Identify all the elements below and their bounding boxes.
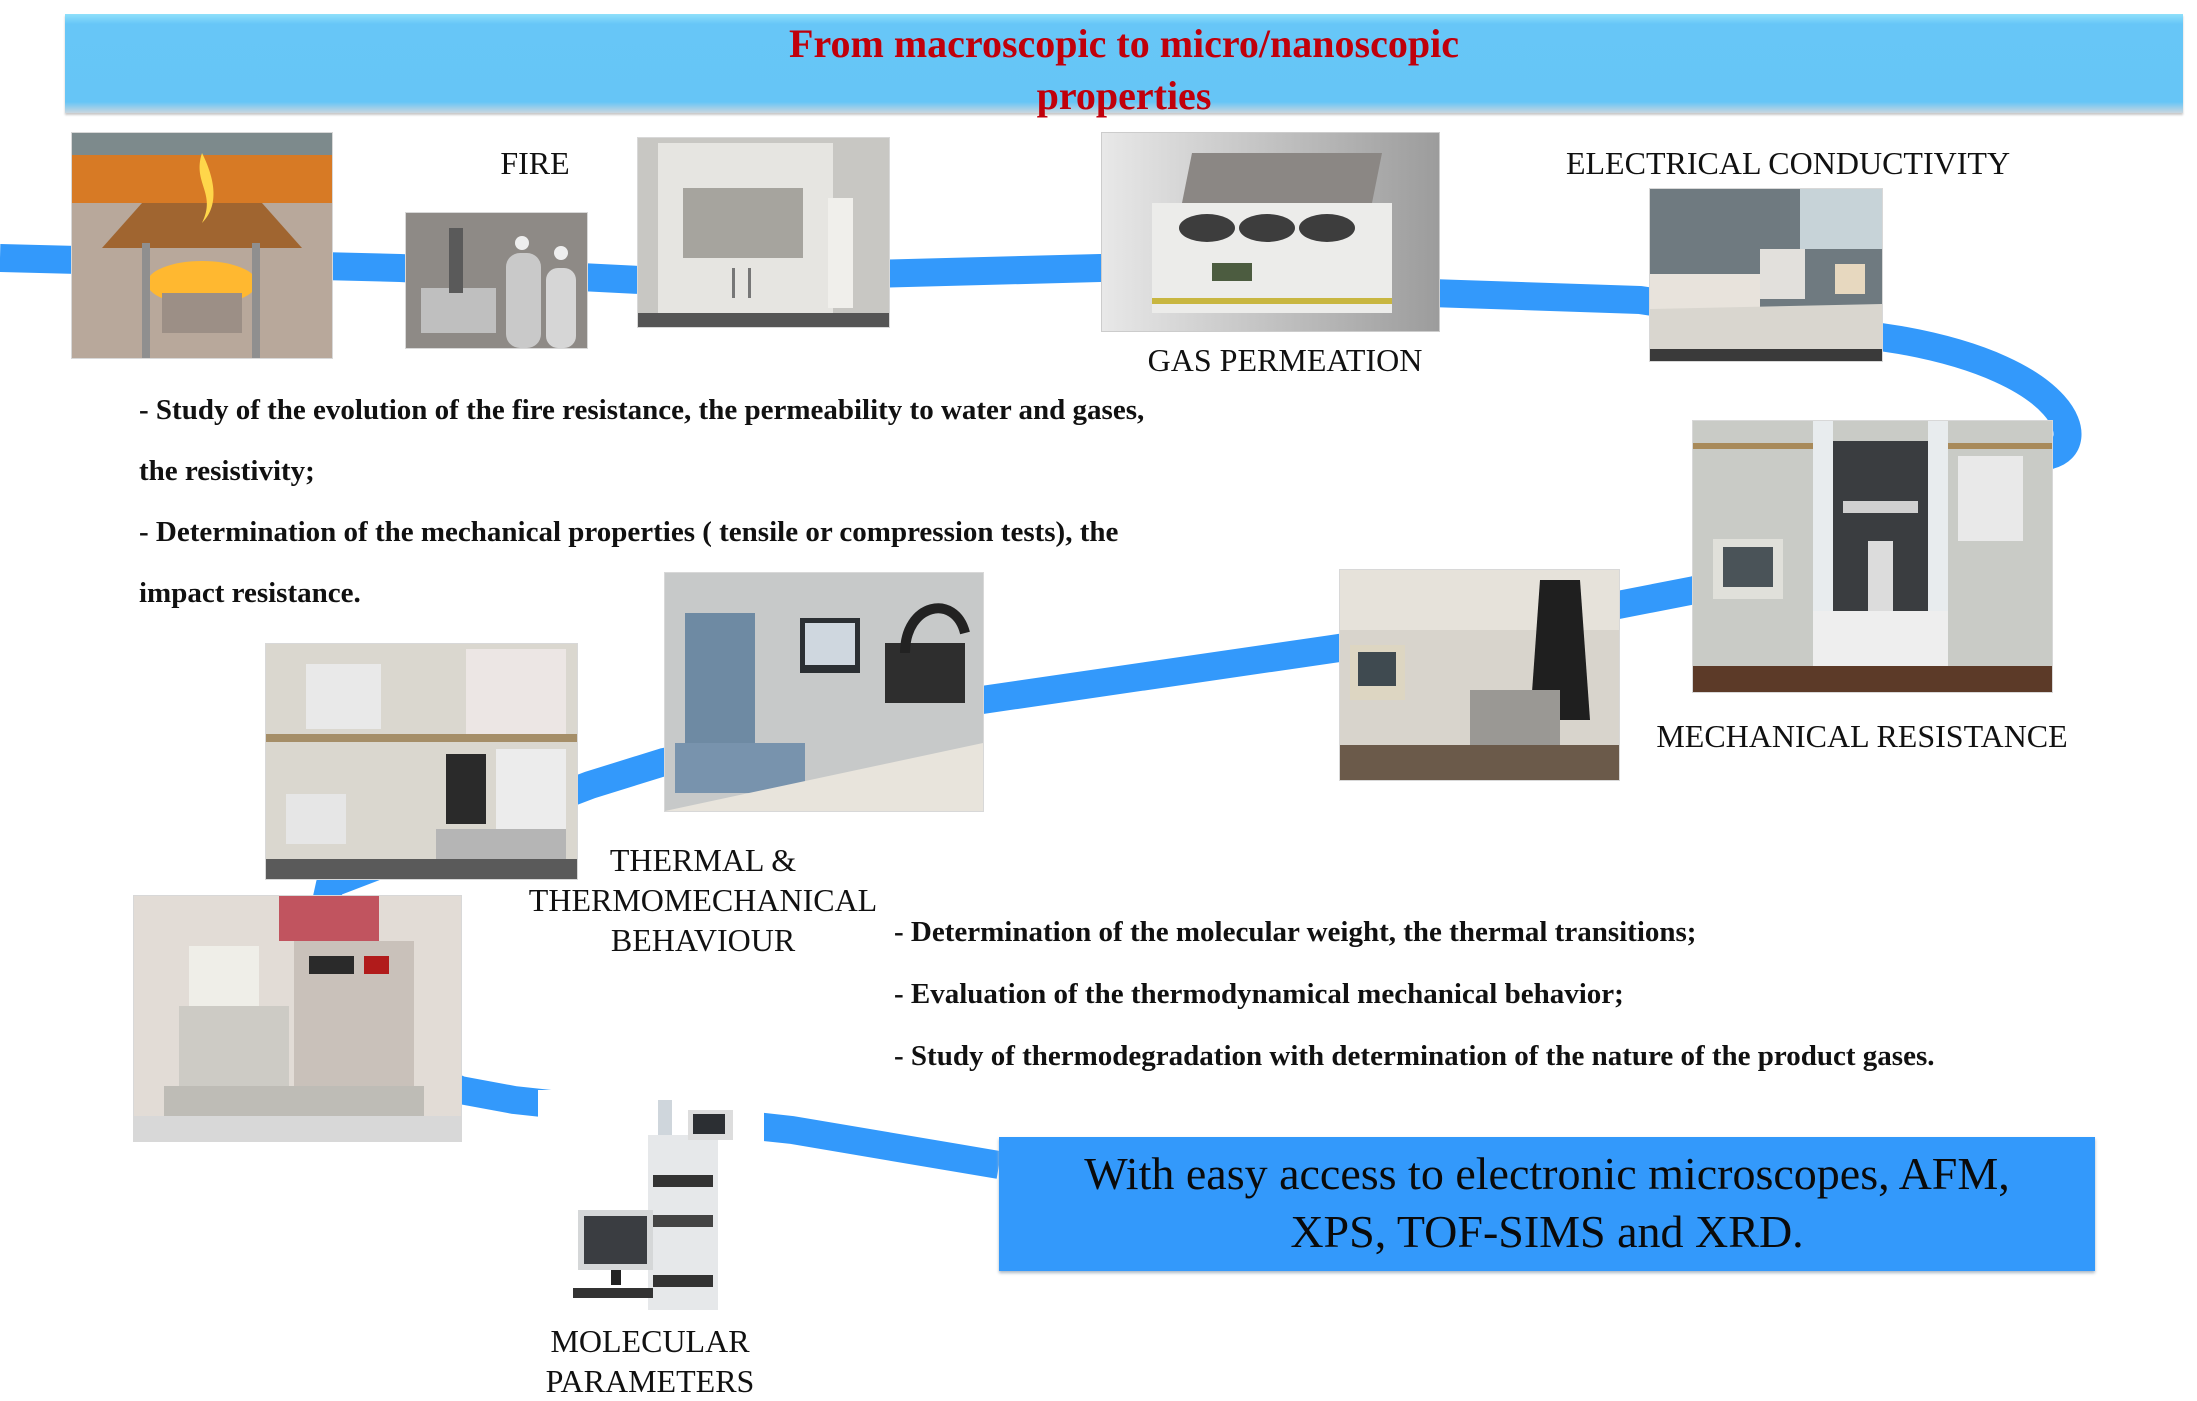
gas-cylinders-photo (405, 212, 588, 349)
micro-description-line: - Determination of the molecular weight,… (894, 916, 1697, 948)
tensile-tester-photo (1692, 420, 2053, 693)
dma-photo (664, 572, 984, 812)
thermal-label-line-2: THERMOMECHANICAL (528, 882, 878, 918)
molecular-parameters-label: MOLECULAR PARAMETERS (470, 1321, 830, 1401)
macro-description-line: impact resistance. (139, 577, 361, 609)
macro-description-line: the resistivity; (139, 455, 315, 487)
thermal-label: THERMAL & THERMOMECHANICAL BEHAVIOUR (493, 840, 913, 960)
macro-description: - Study of the evolution of the fire res… (139, 380, 1144, 624)
hplc-gpc-photo (538, 1090, 764, 1317)
page-title: From macroscopic to micro/nanoscopic pro… (65, 18, 2183, 122)
micro-description: - Determination of the molecular weight,… (894, 901, 1934, 1087)
access-note-line-1: With easy access to electronic microscop… (1084, 1148, 2010, 1199)
dsc-photo (133, 895, 462, 1142)
tga-photo (265, 643, 578, 880)
gas-permeation-photo (1101, 132, 1440, 332)
thermal-label-line-1: THERMAL & (609, 842, 797, 878)
fire-cabinet-photo (637, 137, 890, 328)
gas-permeation-label: GAS PERMEATION (1147, 342, 1423, 378)
title-line-1: From macroscopic to micro/nanoscopic (789, 21, 1459, 66)
molecular-label-line-1: MOLECULAR (550, 1323, 750, 1359)
title-line-2: properties (1036, 73, 1212, 118)
fire-cone-calorimeter-photo (71, 132, 333, 359)
macro-description-line: - Determination of the mechanical proper… (139, 516, 1119, 548)
access-note-line-2: XPS, TOF-SIMS and XRD. (1290, 1206, 1804, 1257)
electrical-conductivity-label: ELECTRICAL CONDUCTIVITY (1565, 145, 2011, 181)
molecular-label-line-2: PARAMETERS (545, 1363, 755, 1399)
impact-tester-photo (1339, 569, 1620, 781)
electrical-conductivity-photo (1649, 188, 1883, 362)
access-note: With easy access to electronic microscop… (999, 1145, 2095, 1261)
mechanical-resistance-label: MECHANICAL RESISTANCE (1656, 718, 2068, 754)
thermal-label-line-3: BEHAVIOUR (610, 922, 796, 958)
micro-description-line: - Evaluation of the thermodynamical mech… (894, 978, 1624, 1010)
title-banner: From macroscopic to micro/nanoscopic pro… (65, 14, 2183, 118)
access-note-box: With easy access to electronic microscop… (999, 1137, 2095, 1271)
micro-description-line: - Study of thermodegradation with determ… (894, 1040, 1935, 1072)
fire-label: FIRE (500, 145, 570, 181)
macro-description-line: - Study of the evolution of the fire res… (139, 394, 1145, 426)
